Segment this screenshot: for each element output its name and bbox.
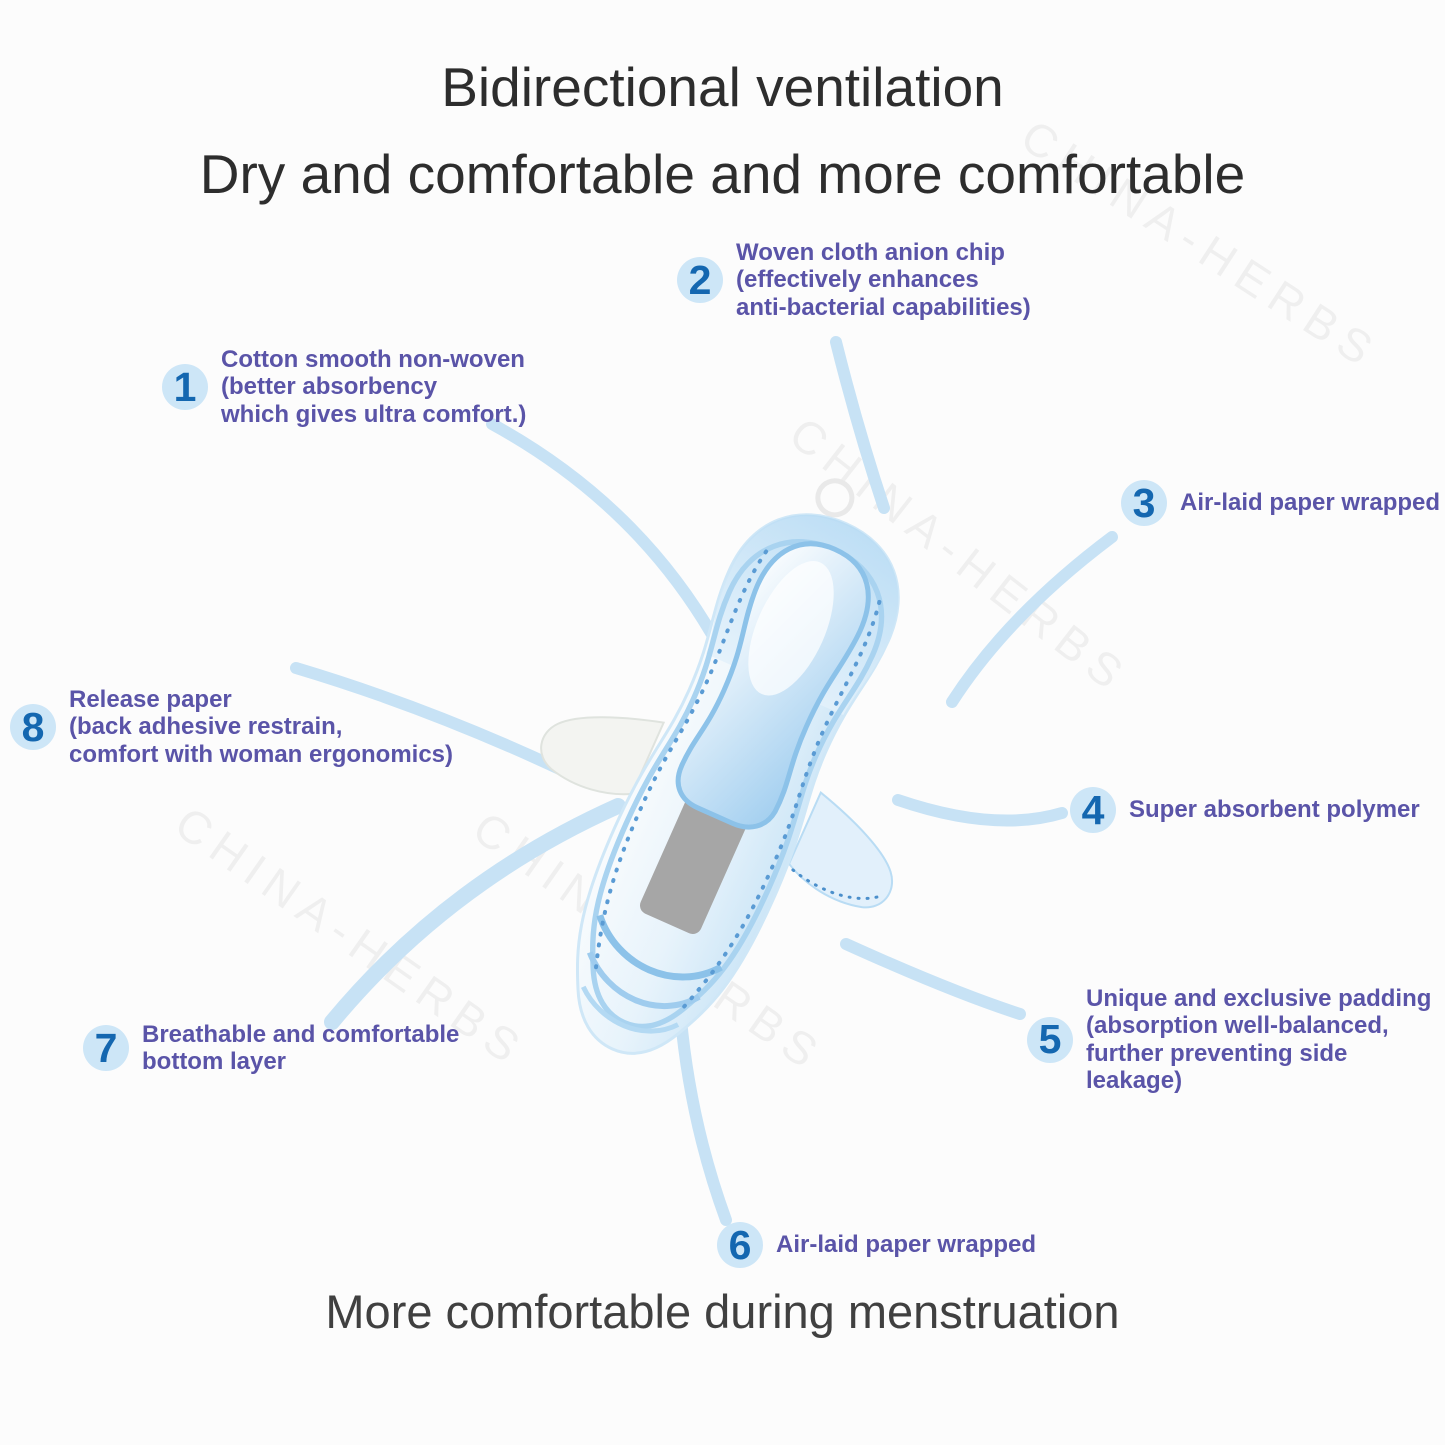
pad-core-highlight: [748, 561, 834, 696]
callout-1-number-badge: 1: [162, 364, 208, 411]
callout-3: 3 Air-laid paper wrapped: [1121, 480, 1440, 526]
footer-slogan: More comfortable during menstruation: [325, 1285, 1120, 1338]
leader-lines: [290, 336, 1118, 1226]
callout-7-number-badge: 7: [83, 1025, 129, 1072]
leader-line-4: [892, 794, 1068, 827]
callout-1-label: Cotton smooth non-woven (better absorben…: [221, 346, 527, 428]
callout-2-number-badge: 2: [677, 257, 723, 304]
callout-1: 1 Cotton smooth non-woven (better absorb…: [162, 346, 526, 428]
callout-5: 5 Unique and exclusive padding (absorpti…: [1027, 985, 1445, 1094]
callout-6-number-badge: 6: [717, 1222, 763, 1268]
callout-4-label: Super absorbent polymer: [1129, 796, 1420, 824]
sanitary-pad-illustration: [540, 478, 900, 1055]
callout-5-number-badge: 5: [1027, 1016, 1073, 1063]
leader-line-8: [290, 662, 572, 778]
callout-6-label: Air-laid paper wrapped: [776, 1231, 1037, 1259]
callout-2-label: Woven cloth anion chip (effectively enha…: [736, 239, 1031, 321]
leader-line-1: [486, 418, 724, 651]
callout-3-number-badge: 3: [1121, 480, 1167, 526]
callout-3-label: Air-laid paper wrapped: [1180, 489, 1441, 517]
callout-4: 4 Super absorbent polymer: [1070, 787, 1420, 833]
leader-line-2: [830, 336, 890, 514]
pad-right-wing: [787, 790, 893, 909]
pad-right-wing-stitch: [791, 868, 883, 900]
callout-8-number-badge: 8: [10, 704, 56, 751]
callout-8: 8 Release paper (back adhesive restrain,…: [10, 686, 453, 768]
pad-inner-outline: [590, 539, 884, 1030]
callout-2: 2 Woven cloth anion chip (effectively en…: [677, 239, 1031, 321]
callout-7: 7 Breathable and comfortable bottom laye…: [83, 1021, 459, 1076]
leader-line-5: [840, 938, 1026, 1020]
callout-6: 6 Air-laid paper wrapped: [717, 1222, 1036, 1268]
pad-stitch-dots: [593, 549, 882, 1014]
leader-line-3: [946, 531, 1118, 708]
page-title: Bidirectional ventilation Dry and comfor…: [0, 44, 1445, 218]
pad-tape-loop: [815, 478, 855, 518]
pad-left-wing: [540, 716, 666, 796]
callout-7-label: Breathable and comfortable bottom layer: [142, 1021, 460, 1076]
callout-8-label: Release paper (back adhesive restrain, c…: [69, 686, 454, 768]
callout-5-label: Unique and exclusive padding (absorption…: [1086, 985, 1432, 1095]
callout-4-number-badge: 4: [1070, 787, 1116, 833]
title-line-2: Dry and comfortable and more comfortable: [199, 142, 1246, 205]
leader-line-7: [324, 798, 626, 1030]
title-line-1: Bidirectional ventilation: [441, 56, 1004, 118]
